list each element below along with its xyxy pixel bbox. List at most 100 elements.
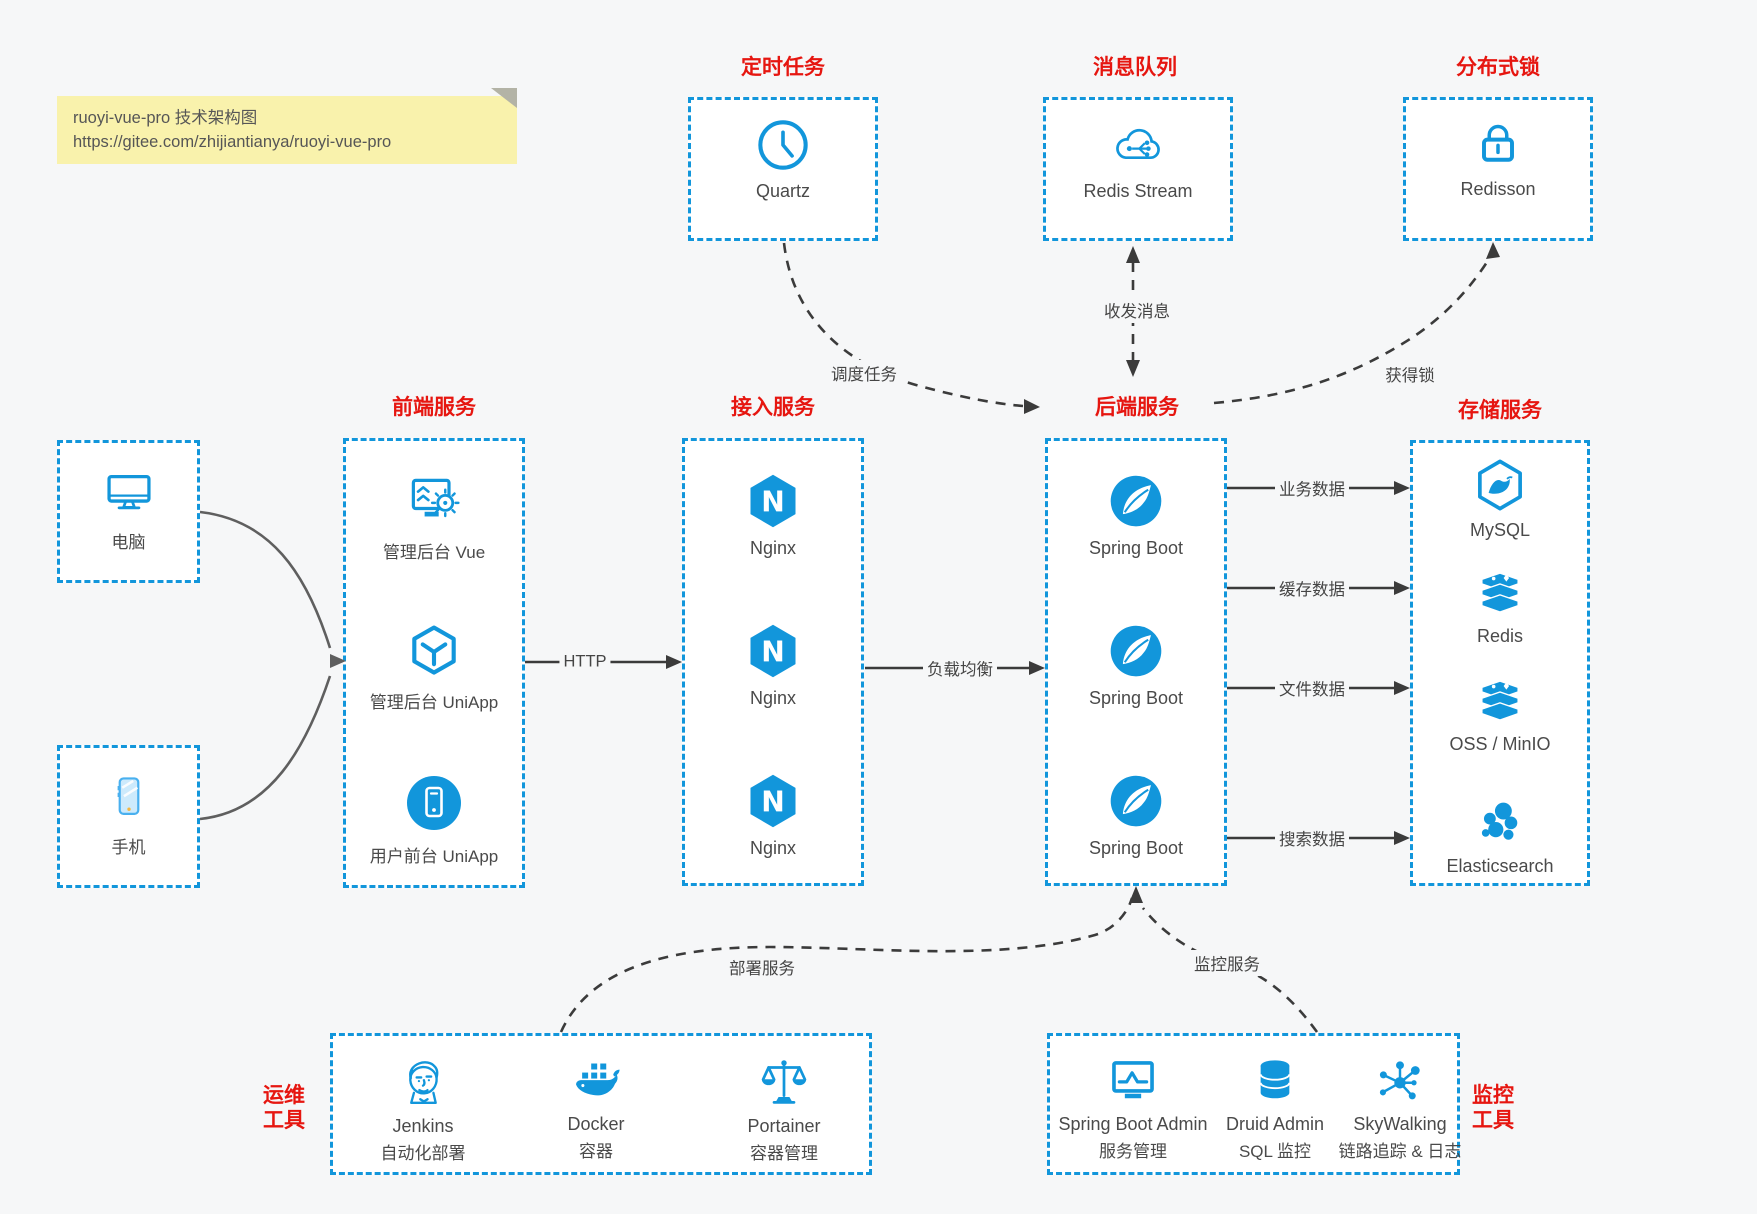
node-label: Druid Admin [1225, 1114, 1325, 1134]
node-sublabel: 自动化部署 [380, 1144, 466, 1163]
node-label: Portainer [747, 1116, 821, 1136]
frontend-box: 管理后台 Vue 管理后台 UniApp 用户前台 UniApp [343, 438, 525, 888]
node-label: Redis [1476, 626, 1524, 646]
user-app-icon [402, 771, 466, 835]
clock-icon [754, 116, 812, 174]
edge-label-schedule: 调度任务 [827, 360, 901, 386]
spring-icon [1106, 621, 1166, 681]
group-title-ops-line2: 工具 [263, 1109, 305, 1132]
node-sublabel: 容器 [579, 1142, 613, 1161]
edge-label-load-balance: 负载均衡 [923, 655, 997, 681]
edge-label-monitor: 监控服务 [1190, 950, 1264, 976]
spring-icon [1106, 771, 1166, 831]
node-sublabel: 链路追踪 & 日志 [1338, 1142, 1462, 1161]
backend-node-spring-1: Spring Boot [1048, 471, 1224, 559]
sticky-note: ruoyi-vue-pro 技术架构图 https://gitee.com/zh… [57, 96, 517, 164]
ops-node-docker: Docker 容器 [506, 1052, 686, 1162]
monitoring-tools-box: Spring Boot Admin 服务管理 Druid Admin SQL 监… [1047, 1033, 1461, 1175]
monitoring-node-druid: Druid Admin SQL 监控 [1185, 1052, 1365, 1162]
phone-icon [102, 768, 156, 826]
frontend-node-user-uniapp: 用户前台 UniApp [346, 771, 522, 867]
note-url: https://gitee.com/zhijiantianya/ruoyi-vu… [73, 133, 392, 151]
monitoring-node-skywalking: SkyWalking 链路追踪 & 日志 [1310, 1052, 1490, 1162]
node-label: Nginx [749, 688, 797, 708]
jenkins-icon [394, 1052, 452, 1112]
skywalking-icon [1372, 1052, 1428, 1110]
group-title-ops: 运维 工具 [263, 1083, 305, 1133]
node-label: Spring Boot [1088, 538, 1184, 558]
druid-icon [1248, 1052, 1302, 1110]
node-sublabel: SQL 监控 [1238, 1142, 1312, 1161]
mysql-icon [1472, 457, 1528, 513]
node-label: Jenkins [392, 1116, 454, 1136]
group-title-ops-line1: 运维 [263, 1084, 305, 1107]
node-label: Redis Stream [1083, 181, 1193, 201]
portainer-icon [755, 1052, 813, 1112]
oss-stack-icon [1471, 675, 1529, 727]
node-label: Spring Boot [1088, 838, 1184, 858]
backend-node-spring-3: Spring Boot [1048, 771, 1224, 859]
lock-icon [1470, 116, 1526, 172]
edge-label-cache-data: 缓存数据 [1275, 575, 1349, 601]
edge-label-deploy: 部署服务 [725, 954, 799, 980]
node-sublabel: 服务管理 [1099, 1142, 1167, 1161]
node-label: 用户前台 UniApp [369, 847, 499, 866]
group-title-monitoring: 监控 工具 [1472, 1083, 1514, 1133]
storage-node-mysql: MySQL [1413, 457, 1587, 541]
desktop-icon [100, 463, 158, 521]
client-mobile-box: 手机 [57, 745, 200, 888]
storage-node-redis: Redis [1413, 567, 1587, 647]
group-title-queue: 消息队列 [1093, 56, 1177, 79]
node-label: SkyWalking [1353, 1114, 1447, 1134]
node-label: Spring Boot [1088, 688, 1184, 708]
redis-stack-icon [1471, 567, 1529, 619]
frontend-node-admin-uniapp: 管理后台 UniApp [346, 621, 522, 713]
docker-icon [565, 1052, 627, 1110]
storage-node-oss-minio: OSS / MinIO [1413, 675, 1587, 755]
node-label: 手机 [111, 838, 146, 857]
frontend-node-admin-vue: 管理后台 Vue [346, 471, 522, 563]
node-label: Nginx [749, 838, 797, 858]
group-title-lock: 分布式锁 [1456, 56, 1540, 79]
scheduler-box: Quartz [688, 97, 878, 241]
column-title-backend: 后端服务 [1095, 396, 1179, 419]
sticky-note-fold [491, 88, 517, 108]
node-label: Quartz [755, 181, 811, 201]
group-title-monitoring-line2: 工具 [1472, 1109, 1514, 1132]
storage-node-elasticsearch: Elasticsearch [1413, 795, 1587, 877]
storage-box: MySQL Redis OSS / MinIO Elasticsearch [1410, 440, 1590, 886]
node-label: Docker [567, 1114, 625, 1134]
backend-node-spring-2: Spring Boot [1048, 621, 1224, 709]
node-sublabel: 容器管理 [750, 1144, 818, 1163]
svg-text:N: N [761, 785, 785, 818]
note-title: ruoyi-vue-pro 技术架构图 [73, 109, 258, 127]
ops-node-portainer: Portainer 容器管理 [694, 1052, 874, 1164]
node-label: MySQL [1469, 520, 1530, 540]
nginx-icon: N [743, 621, 803, 681]
edge-label-business-data: 业务数据 [1275, 475, 1349, 501]
admin-vue-icon [403, 471, 465, 531]
gateway-node-nginx-3: N Nginx [685, 771, 861, 859]
ops-node-jenkins: Jenkins 自动化部署 [333, 1052, 513, 1164]
group-title-monitoring-line1: 监控 [1472, 1084, 1514, 1107]
svg-text:N: N [761, 635, 785, 668]
column-title-frontend: 前端服务 [392, 396, 476, 419]
distributed-lock-box: Redisson [1403, 97, 1593, 241]
node-label: OSS / MinIO [1449, 734, 1551, 754]
node-label: 管理后台 UniApp [369, 693, 499, 712]
message-queue-box: Redis Stream [1043, 97, 1233, 241]
gateway-node-nginx-2: N Nginx [685, 621, 861, 709]
edge-label-http: HTTP [559, 651, 611, 673]
node-label: 管理后台 Vue [382, 543, 486, 562]
node-label: 电脑 [111, 533, 146, 552]
ops-tools-box: Jenkins 自动化部署 Docker 容器 Portainer 容器管理 [330, 1033, 872, 1175]
elasticsearch-icon [1473, 795, 1527, 849]
node-label: Nginx [749, 538, 797, 558]
spring-boot-admin-icon [1104, 1052, 1162, 1110]
node-label: Elasticsearch [1446, 856, 1554, 876]
group-title-scheduler: 定时任务 [741, 56, 825, 79]
nginx-icon: N [743, 471, 803, 531]
edge-label-search-data: 搜索数据 [1275, 825, 1349, 851]
client-pc-box: 电脑 [57, 440, 200, 583]
